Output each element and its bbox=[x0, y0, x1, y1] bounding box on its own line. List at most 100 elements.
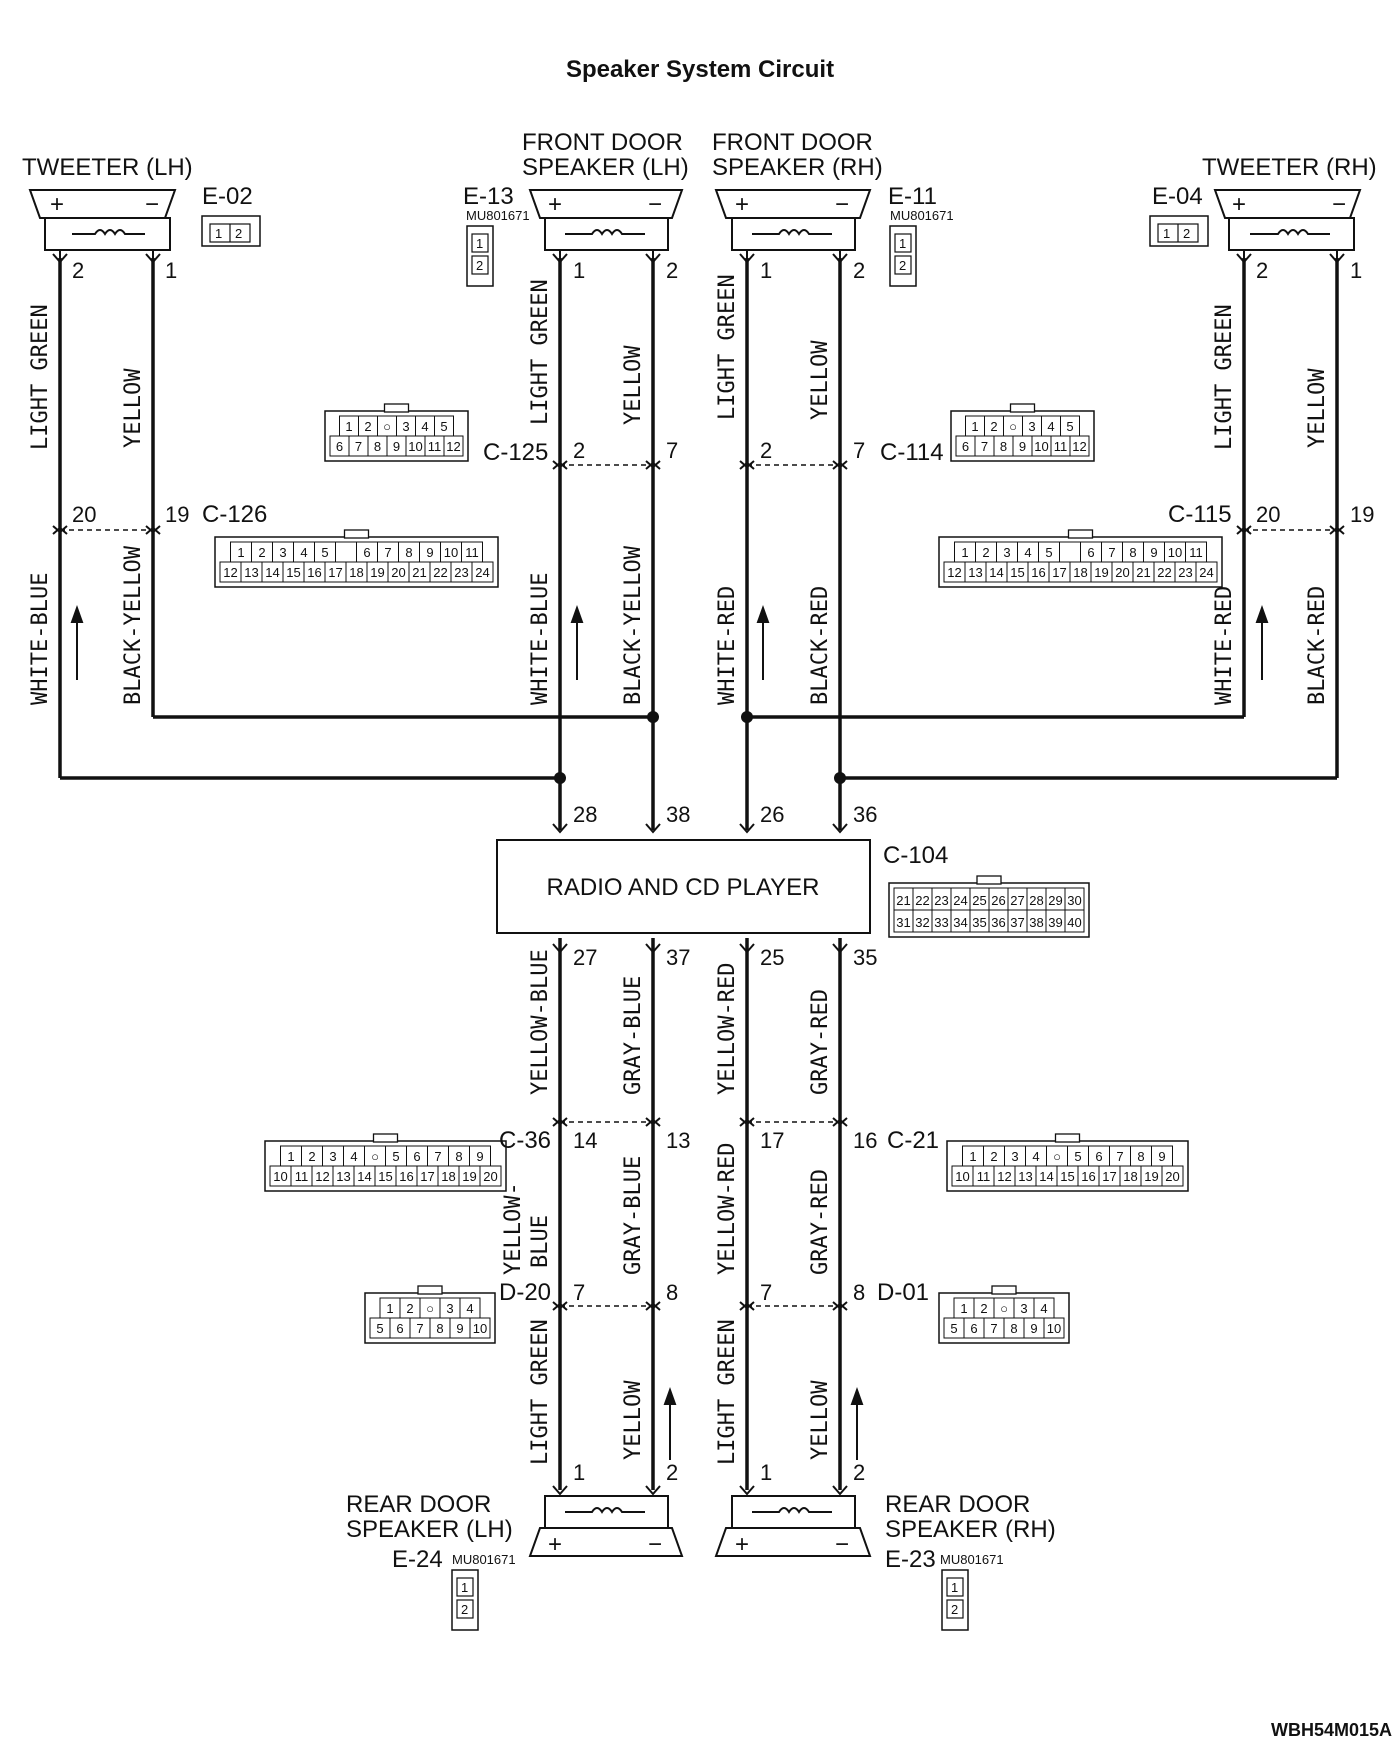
wire-color: YELLOW- bbox=[501, 1182, 526, 1275]
coil-icon bbox=[565, 229, 645, 236]
coil-icon bbox=[1250, 229, 1330, 236]
connector-cell: 1 bbox=[345, 419, 352, 434]
connector-cell: 18 bbox=[1073, 565, 1087, 580]
connector-cell: 10 bbox=[473, 1321, 487, 1336]
connector-cell: 1 bbox=[287, 1149, 294, 1164]
wire-color: WHITE-RED bbox=[715, 586, 740, 705]
connector-cell: 6 bbox=[336, 439, 343, 454]
front-rh-label-1: FRONT DOOR bbox=[712, 129, 873, 156]
connector-cell: 1 bbox=[971, 419, 978, 434]
wire-color: YELLOW bbox=[121, 368, 146, 448]
pin-label: 7 bbox=[573, 1280, 585, 1305]
connector-cell: ○ bbox=[371, 1149, 379, 1164]
connector-id: C-126 bbox=[202, 501, 267, 528]
pin-label: 2 bbox=[666, 1460, 678, 1485]
front-door-speaker-lh: FRONT DOOR SPEAKER (LH) + − 1 2 E-13 MU8… bbox=[463, 129, 689, 287]
pin-label: 17 bbox=[760, 1128, 784, 1153]
connector-cell: 7 bbox=[355, 439, 362, 454]
connector-cell: 11 bbox=[977, 1169, 991, 1184]
pin-label: 1 bbox=[760, 258, 772, 283]
connector-cell: 2 bbox=[990, 1149, 997, 1164]
connector-id: C-125 bbox=[483, 439, 548, 466]
tweeter-rh-minus: − bbox=[1332, 191, 1346, 218]
cell: 1 bbox=[476, 236, 483, 251]
connector-cell: 5 bbox=[321, 545, 328, 560]
connector-cell: 10 bbox=[1168, 545, 1182, 560]
connector-cell: 12 bbox=[315, 1169, 329, 1184]
wire-color: LIGHT GREEN bbox=[28, 304, 53, 450]
connector-id: E-23 bbox=[885, 1546, 936, 1573]
connector-cell: 16 bbox=[1031, 565, 1045, 580]
connector-cell: 40 bbox=[1067, 915, 1081, 930]
connector-cell: 3 bbox=[446, 1301, 453, 1316]
connector-cell: 11 bbox=[295, 1169, 309, 1184]
connector-cell: 35 bbox=[972, 915, 986, 930]
connector-cell: 13 bbox=[336, 1169, 350, 1184]
connector-cell: 13 bbox=[1018, 1169, 1032, 1184]
connector-cell: 8 bbox=[405, 545, 412, 560]
connector-cell: 4 bbox=[1032, 1149, 1039, 1164]
connector-cell: 8 bbox=[1000, 439, 1007, 454]
connector-cell: 6 bbox=[970, 1321, 977, 1336]
wire-color: GRAY-RED bbox=[808, 1169, 833, 1275]
connector-cell: 11 bbox=[465, 545, 479, 560]
connector-cell: 4 bbox=[1024, 545, 1031, 560]
connector-id: E-04 bbox=[1152, 183, 1203, 210]
cell: 1 bbox=[951, 1580, 958, 1595]
connector-cell: 12 bbox=[947, 565, 961, 580]
wire-color: BLACK-YELLOW bbox=[621, 545, 646, 705]
connector-cell: 17 bbox=[328, 565, 342, 580]
connector-cell: 15 bbox=[286, 565, 300, 580]
wire-color: LIGHT GREEN bbox=[715, 1319, 740, 1465]
connector-cell: ○ bbox=[1053, 1149, 1061, 1164]
connector-cell: 15 bbox=[1010, 565, 1024, 580]
connector-cell: 10 bbox=[1047, 1321, 1061, 1336]
connector-cell: ○ bbox=[426, 1301, 434, 1316]
connector-cell: 8 bbox=[436, 1321, 443, 1336]
pin-label: 1 bbox=[1350, 258, 1362, 283]
connector-cell: 7 bbox=[416, 1321, 423, 1336]
signal-arrows bbox=[70, 605, 1269, 1460]
wire-color: YELLOW-RED bbox=[715, 1143, 740, 1275]
connector-cell: 14 bbox=[989, 565, 1003, 580]
rear-door-speaker-rh: + − 1 2 REAR DOOR SPEAKER (RH) E-23 MU80… bbox=[714, 1460, 1056, 1631]
connector-cell: 14 bbox=[357, 1169, 371, 1184]
connector-cell: 8 bbox=[374, 439, 381, 454]
pin-label: 37 bbox=[666, 945, 690, 970]
pin-label: 20 bbox=[72, 502, 96, 527]
part-number: MU801671 bbox=[890, 208, 954, 223]
connector-chevrons bbox=[52, 253, 1345, 1496]
connector-cell: 31 bbox=[896, 915, 910, 930]
part-number: MU801671 bbox=[940, 1552, 1004, 1567]
connector-cell: 6 bbox=[962, 439, 969, 454]
tweeter-rh-plus: + bbox=[1232, 191, 1246, 218]
connector-id: C-21 bbox=[887, 1127, 939, 1154]
wire-color: WHITE-BLUE bbox=[28, 573, 53, 705]
connector-cell: 22 bbox=[1157, 565, 1171, 580]
coil-icon bbox=[752, 1507, 832, 1514]
wire-color: LIGHT GREEN bbox=[528, 1319, 553, 1465]
wire-color: WHITE-BLUE bbox=[528, 573, 553, 705]
wire-color: BLUE bbox=[528, 1215, 553, 1268]
connector-cell: 3 bbox=[1011, 1149, 1018, 1164]
wire-color: LIGHT GREEN bbox=[715, 274, 740, 420]
wire-color: YELLOW-BLUE bbox=[528, 949, 553, 1095]
connector-cell: 3 bbox=[329, 1149, 336, 1164]
connector-cell: 20 bbox=[1115, 565, 1129, 580]
connector-cell: 4 bbox=[300, 545, 307, 560]
rear-lh-minus: − bbox=[648, 1531, 662, 1558]
connector-cell: 8 bbox=[1129, 545, 1136, 560]
connector-cell: 3 bbox=[1003, 545, 1010, 560]
rear-lh-label-2: SPEAKER (LH) bbox=[346, 1516, 513, 1543]
pin-label: 1 bbox=[165, 258, 177, 283]
connector-cell: 6 bbox=[1095, 1149, 1102, 1164]
connector-cell: 38 bbox=[1029, 915, 1043, 930]
pin-label: 2 bbox=[573, 438, 585, 463]
wire-color: GRAY-BLUE bbox=[621, 1156, 646, 1275]
tweeter-lh-label: TWEETER (LH) bbox=[22, 154, 193, 181]
connector-id: E-13 bbox=[463, 183, 514, 210]
wire-color: BLACK-RED bbox=[808, 586, 833, 705]
wire-color: BLACK-YELLOW bbox=[121, 545, 146, 705]
